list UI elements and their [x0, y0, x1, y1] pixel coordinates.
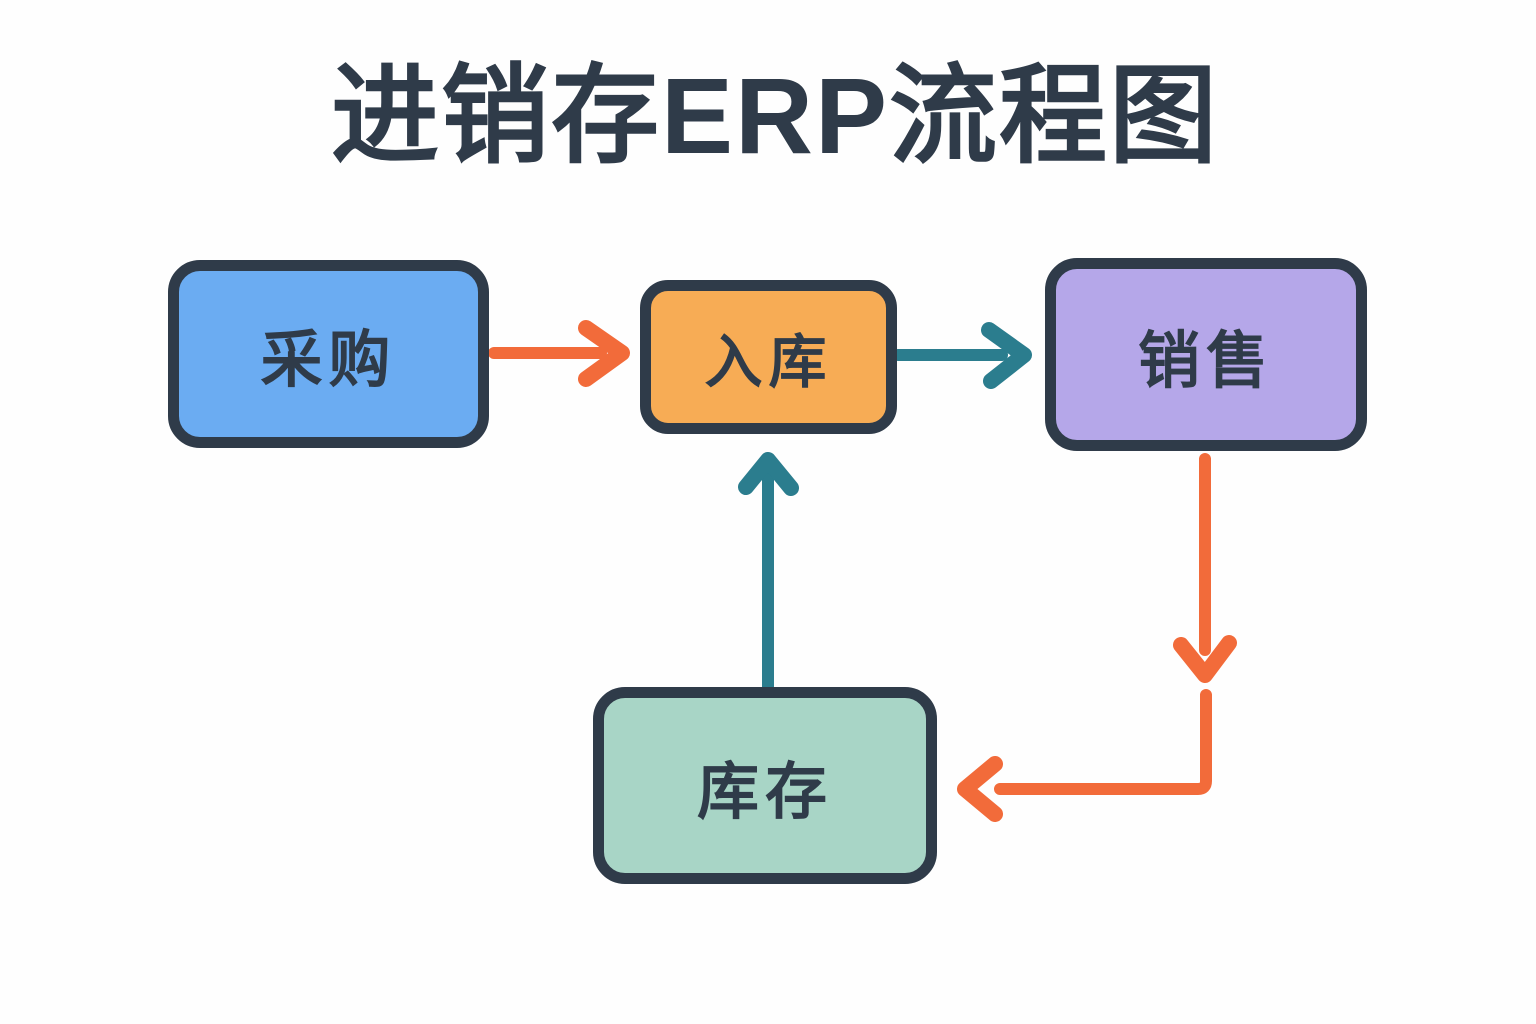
diagram-title: 进销存ERP流程图	[330, 55, 1220, 176]
arrow-inbound-to-sales-icon	[892, 322, 1032, 389]
arrow-elbow-to-inventory-icon	[957, 689, 1212, 822]
node-sales: 销售	[1045, 258, 1367, 451]
arrow-inventory-to-inbound-icon	[738, 452, 799, 694]
node-inventory-label: 库存	[696, 757, 833, 827]
node-inventory: 库存	[593, 687, 937, 884]
arrow-sales-down-icon	[1173, 453, 1237, 683]
node-inbound: 入库	[640, 280, 897, 434]
node-inbound-label: 入库	[704, 330, 833, 395]
node-purchase-label: 采购	[260, 326, 397, 395]
node-purchase: 采购	[168, 260, 489, 448]
node-sales-label: 销售	[1137, 326, 1274, 396]
arrow-purchase-to-inbound-icon	[488, 320, 630, 387]
